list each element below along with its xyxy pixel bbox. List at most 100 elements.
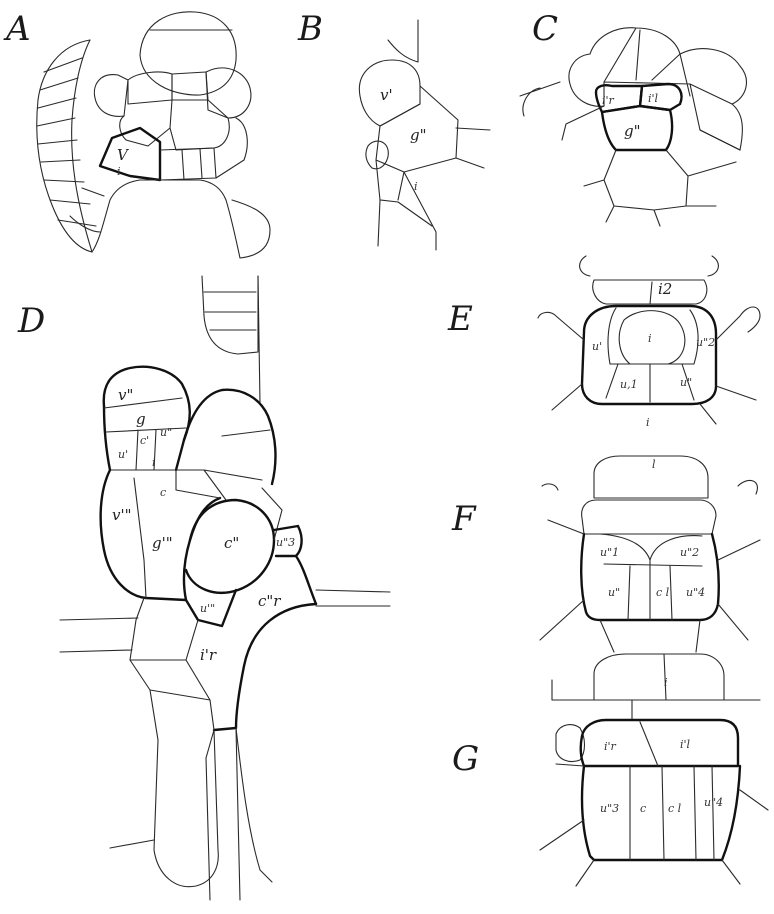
panel-c-label-il: i'l	[648, 92, 659, 105]
panel-d-letter: D	[17, 301, 45, 341]
panel-d-label-v2: v"	[118, 386, 133, 404]
panel-d-stalk-right	[206, 728, 240, 900]
panel-b-letter: B	[297, 9, 323, 49]
panel-d-dashes	[60, 618, 154, 848]
panel-g-top-band	[594, 654, 724, 700]
panel-d-hair	[202, 276, 258, 354]
panel-b-label-g: g"	[410, 126, 427, 144]
panel-g-label-c: c	[640, 802, 646, 815]
panel-d-stalk-left	[130, 598, 218, 887]
panel-a-letter: A	[3, 9, 31, 49]
panel-c-letter: C	[532, 9, 558, 49]
panel-a-fan-segments	[37, 58, 96, 226]
panel-e-central-cell	[619, 311, 685, 364]
panel-c-label-g: g"	[624, 122, 641, 140]
panel-a-mid-c	[120, 100, 172, 146]
panel-a-label-v: V	[117, 146, 130, 164]
panel-d-label-u3: u"3	[276, 536, 295, 549]
panel-c-top-walls	[604, 28, 690, 106]
panel-d-label-u4: u'"	[200, 602, 215, 615]
panel-c-left-fragment	[520, 82, 560, 116]
panel-a-right-edge	[216, 118, 247, 178]
panel-b-lower-walls	[376, 160, 436, 250]
panel-f-top-hooks	[542, 480, 757, 494]
panel-g-letter: G	[452, 739, 479, 779]
panel-d-upper-bud-top	[104, 367, 190, 470]
panel-e: E i2 u' i u"2 u,1 u" i	[447, 256, 760, 429]
panel-a-lower	[92, 180, 240, 258]
panel-e-label-u: u'	[592, 340, 602, 353]
panel-d-label-ir: i'r	[200, 646, 217, 664]
panel-e-top-band-wall	[650, 282, 652, 304]
panel-e-letter: E	[447, 299, 473, 339]
panel-a-v-cell	[100, 128, 160, 180]
panel-f-top-band	[594, 456, 708, 498]
panel-a-mid-right	[206, 68, 251, 118]
panel-b-label-i: i	[414, 180, 418, 193]
panel-d-label-i: i	[152, 456, 156, 469]
panel-d-upper-bud-left	[104, 406, 110, 470]
panel-d-label-u2: u"	[160, 426, 172, 439]
panel-d: D v" g u' c' u" i	[17, 276, 390, 900]
panel-e-label-u2: u"2	[696, 336, 715, 349]
panel-d-label-c2: c	[160, 486, 166, 499]
panel-c-side-walls	[562, 106, 740, 150]
panel-c-lower-walls	[584, 150, 736, 226]
panel-e-label-u1: u,1	[620, 378, 638, 391]
panel-a-label-i: i	[117, 165, 121, 178]
panel-g-mid-wall	[640, 722, 658, 766]
panel-d-stalk-walls	[130, 620, 214, 730]
panel-d-left-walls	[134, 470, 220, 598]
panel-d-bottom-curve	[214, 604, 316, 730]
panel-g-label-i: i	[664, 676, 668, 689]
panel-e-label-i2: i2	[658, 280, 672, 298]
panel-g-label-u3: u"3	[600, 802, 619, 815]
panel-b-bottom	[380, 200, 432, 226]
panel-b-top-curve	[388, 40, 418, 62]
panel-a-right-walls	[182, 149, 202, 180]
panel-f-label-u1: u"1	[600, 546, 619, 559]
panel-b: B v' g" i	[297, 9, 490, 250]
panel-g-top-walls	[552, 654, 760, 720]
panel-a-mid-left	[94, 75, 128, 117]
panel-a-mid-d	[170, 100, 229, 150]
panel-c-right-walls	[690, 84, 740, 150]
panel-f-label-u2: u"2	[680, 546, 699, 559]
panel-e-label-uu: u"	[680, 376, 692, 389]
panel-b-label-v: v'	[380, 86, 393, 104]
panel-d-right-walls	[176, 430, 270, 500]
panel-b-right-walls	[456, 128, 490, 168]
panel-f-label-cl: c l	[656, 586, 670, 599]
panel-f-label-l: l	[652, 458, 656, 471]
panel-f-label-u3: u"	[608, 586, 620, 599]
panel-g-label-il: i'l	[680, 738, 691, 751]
panel-a-lower-left-walls	[70, 188, 104, 232]
panel-g-label-cl: c l	[668, 802, 682, 815]
panel-a-cell-right-of-v	[160, 148, 216, 180]
panel-a: A V i	[3, 9, 270, 258]
panel-d-stalk-cell-r	[236, 728, 272, 882]
panel-d-label-cr: c"r	[258, 592, 281, 610]
panel-g-label-ir: i'r	[604, 740, 617, 753]
panel-d-label-c3: c"	[224, 534, 239, 552]
panel-f-label-u4: u"4	[686, 586, 705, 599]
panel-g-label-u4: u"4	[704, 796, 723, 809]
panel-g: G i'r i'l u"3 c c l u"4 i	[452, 654, 768, 886]
panel-f: F u"1 u"2 u" c l u"4 l	[451, 456, 760, 652]
panel-a-mid-b	[172, 72, 208, 100]
panel-e-label-ib: i	[646, 416, 650, 429]
panel-f-letter: F	[451, 499, 477, 539]
panel-d-label-v3: v'"	[112, 506, 132, 524]
panel-c: C i'r i'l g"	[520, 9, 746, 226]
panel-d-label-g3: g'"	[152, 534, 173, 552]
panel-f-mid-band	[582, 500, 716, 534]
panel-c-top-outline	[590, 28, 746, 150]
panel-e-label-i: i	[648, 332, 652, 345]
panel-d-hair-walls	[204, 292, 256, 330]
panel-c-label-ir: i'r	[602, 94, 615, 107]
panel-e-top-hooks	[580, 256, 719, 276]
panel-d-right-stub	[316, 590, 390, 606]
panel-d-label-g: g	[136, 410, 146, 428]
panel-a-top-cell	[140, 12, 236, 95]
panel-c-left-outline	[569, 54, 604, 106]
